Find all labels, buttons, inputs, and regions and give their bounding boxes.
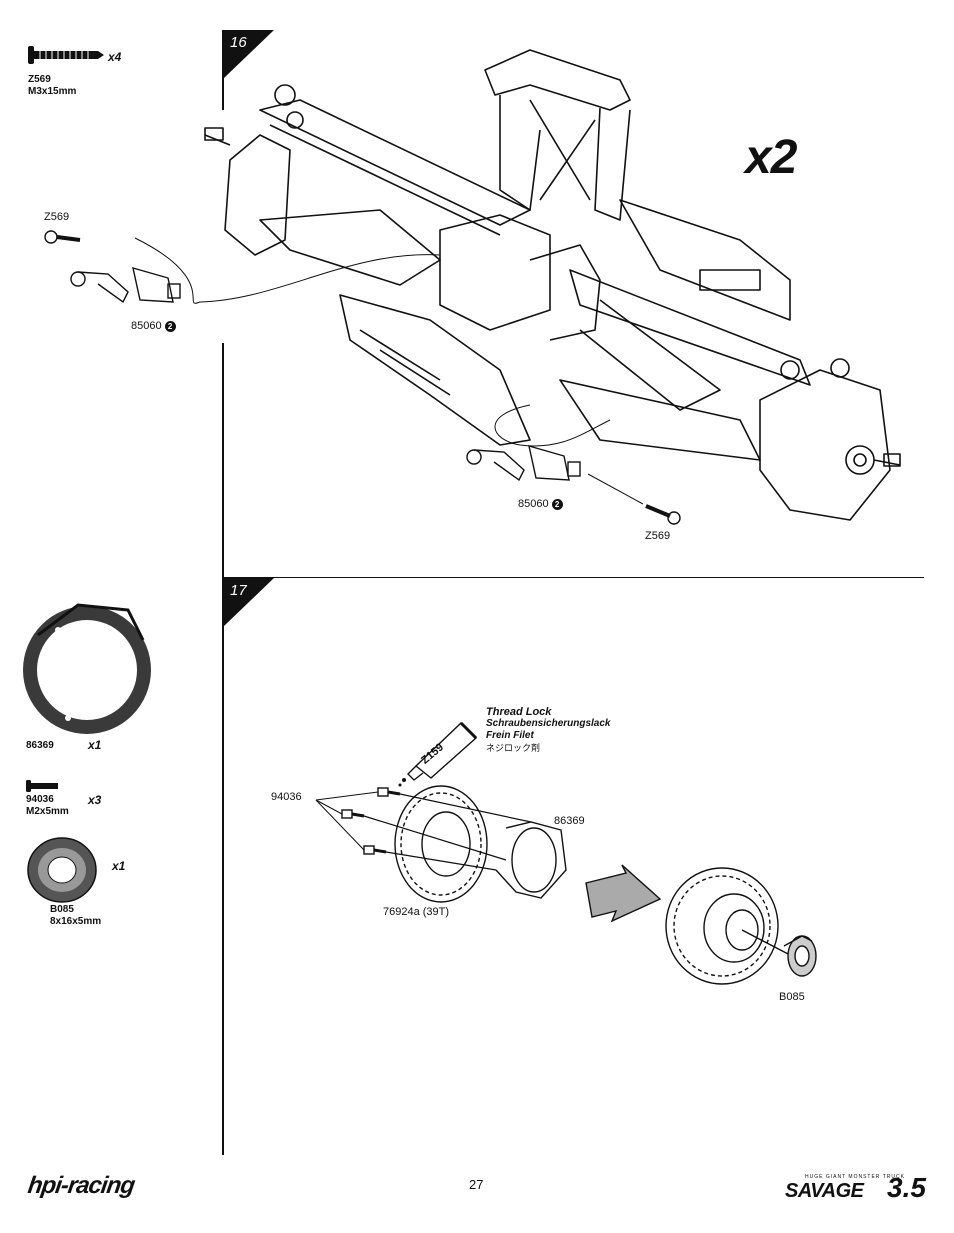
arrow-right-icon (585, 864, 662, 923)
steering-link-top-icon (70, 267, 181, 304)
thread-lock-tube-icon (398, 721, 478, 787)
callout-bearing-b085: B085 (779, 991, 805, 1003)
screw-z569-top-icon (44, 230, 81, 244)
callout-link-top: 85060 2 (131, 320, 176, 332)
gear-ring-86369-icon (23, 603, 151, 734)
divider-step17 (224, 577, 924, 578)
callout-screw-top: Z569 (44, 211, 70, 223)
steering-link-bottom-icon (466, 445, 581, 482)
step16-tab (224, 30, 274, 78)
step17-tab (224, 578, 274, 626)
callout-screws-94036: 94036 (271, 791, 302, 803)
part-86369-qty: x1 (88, 738, 102, 752)
step16-multiplier: x2 (745, 131, 797, 184)
step16-number: 16 (230, 34, 247, 51)
part-z569-code: Z569 M3x15mm (28, 74, 77, 97)
hpi-racing-logo: hpi-racing (26, 1172, 136, 1199)
part-94036-code: 94036 M2x5mm (26, 794, 69, 817)
part-86369-code: 86369 (26, 740, 54, 751)
link-top-badge: 2 (164, 321, 176, 332)
callout-screw-bottom: Z569 (645, 530, 671, 542)
part-b085-code: B085 8x16x5mm (50, 904, 102, 927)
part-b085-qty: x1 (112, 859, 126, 873)
bearing-b085-icon (27, 837, 97, 903)
callout-ring-86369: 86369 (554, 815, 585, 827)
divider-vertical-bottom (222, 343, 224, 1155)
link-bottom-badge: 2 (551, 499, 563, 510)
thread-lock-label: Thread Lock Schraubensicherungslack Frei… (486, 706, 611, 753)
screw-94036-icon (26, 780, 58, 792)
step17-gear-assembled-drawing (665, 867, 817, 985)
step17-gear-exploded-drawing (315, 785, 567, 903)
step16-chassis-drawing (134, 49, 901, 521)
divider-vertical-top (222, 30, 224, 110)
step17-number: 17 (230, 582, 247, 599)
page-number: 27 (469, 1177, 484, 1192)
callout-link-bottom: 85060 2 (518, 498, 563, 510)
screw-z569-bottom-icon (587, 473, 681, 525)
callout-gear-76924a: 76924a (39T) (383, 906, 450, 918)
part-94036-qty: x3 (88, 793, 102, 807)
screw-z569-icon (28, 46, 104, 64)
part-z569-qty: x4 (108, 50, 122, 64)
